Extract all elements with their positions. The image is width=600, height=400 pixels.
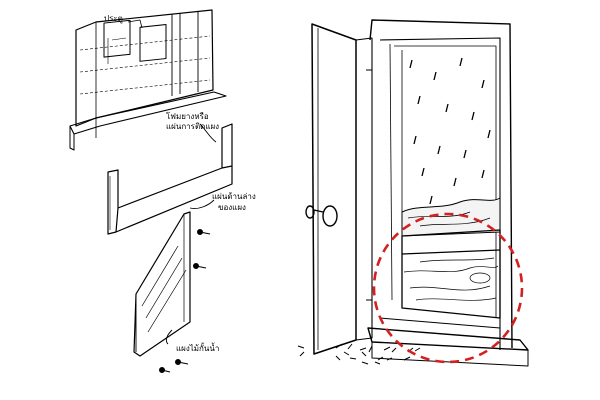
label-flood-board: แผงไม้กั้นน้ำ [176,344,220,353]
highlight-circle [372,212,524,364]
door-frame-wall [69,9,227,151]
label-foam-line1: โฟมยางหรือ [166,112,209,121]
label-foam-line2: แผ่นการติดแผง [166,122,220,131]
foam-mounting-frame [107,123,233,235]
exploded-assembly-diagram [69,9,233,373]
mounting-screws [159,229,211,373]
door-knob-icon [305,205,338,227]
floor-debris [297,343,421,365]
doorway-frame [367,19,529,367]
label-bottom-panel-line2: ของแผง [218,203,246,212]
floodwater [401,197,501,237]
label-door: ประตู [104,14,123,23]
open-door-leaf [311,23,373,355]
wooden-flood-barrier [401,229,501,319]
label-bottom-panel-line1: แผ่นด้านล่าง [212,192,256,201]
flood-board-panel [133,211,191,357]
door-scene-illustration [297,19,529,367]
rain-streaks [409,57,491,209]
